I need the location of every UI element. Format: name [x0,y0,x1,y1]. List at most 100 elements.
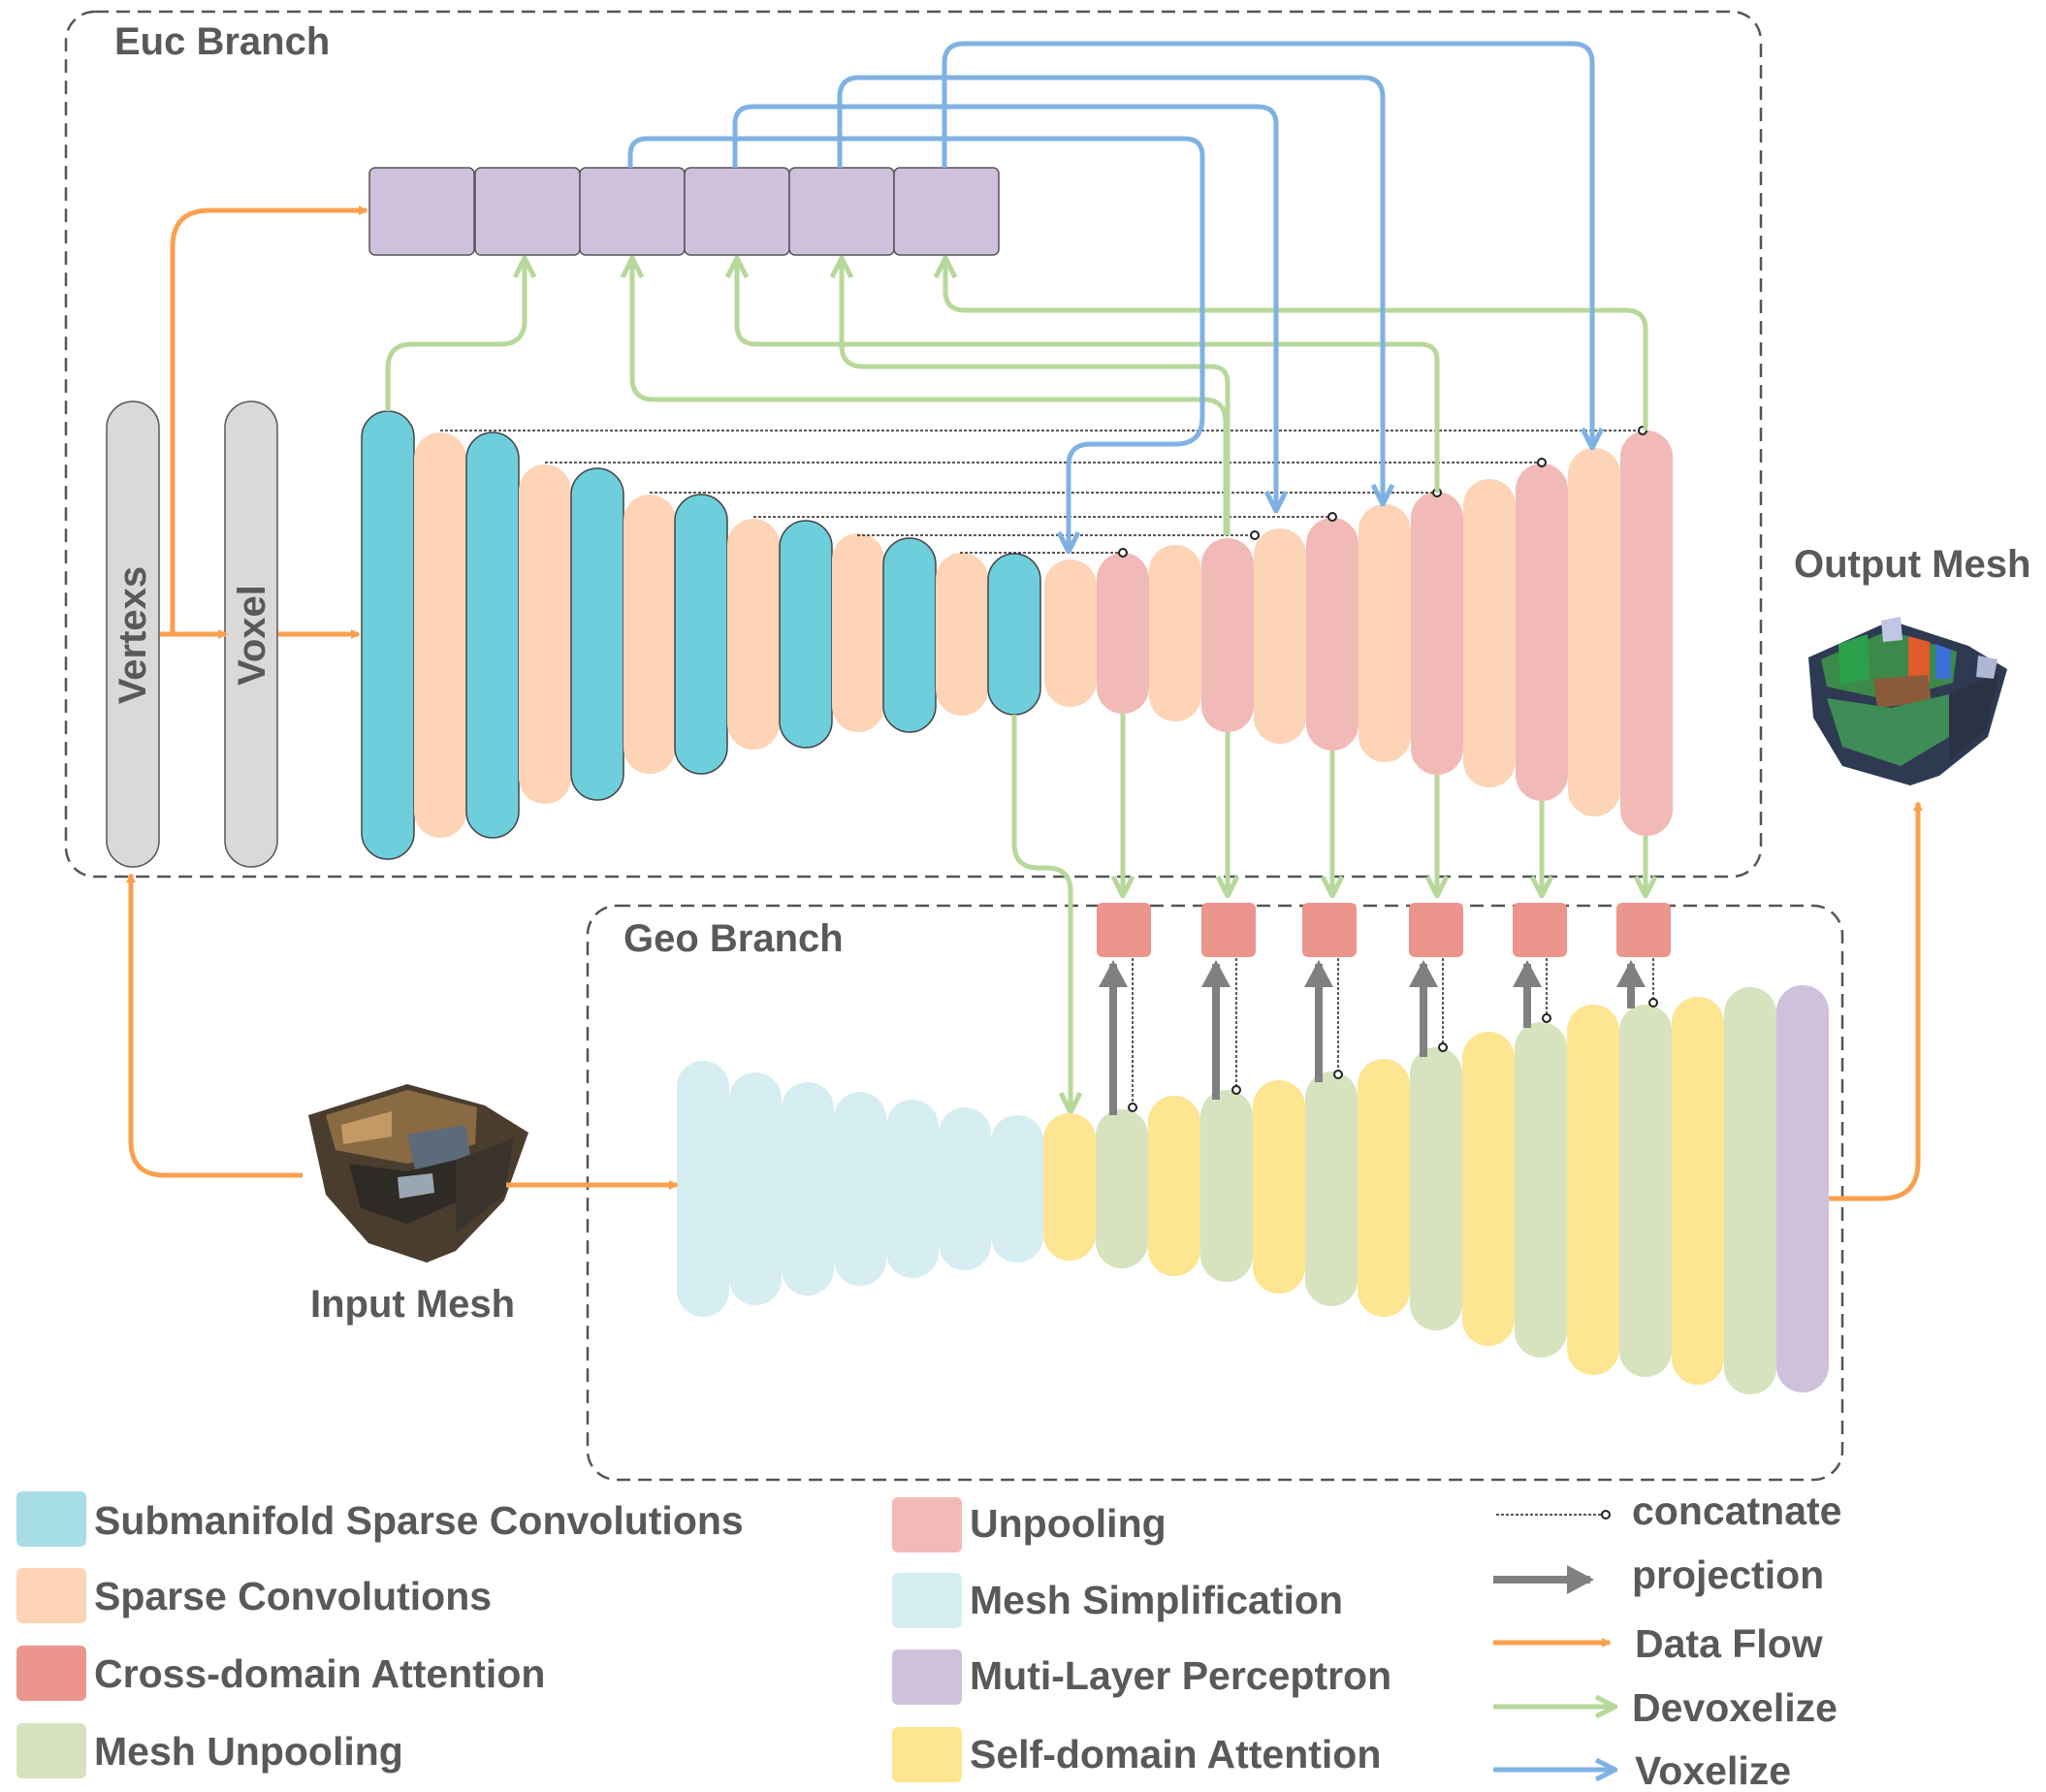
concatenate-ends-geo [1128,998,1658,1112]
devoxelize-to-mlp [385,260,1648,535]
devoxelize-arrow [842,260,1231,535]
self-domain-attention-layer [1358,1059,1410,1317]
self-domain-attention-layer [1253,1080,1305,1294]
projection-arrows [1099,960,1646,1115]
sparse-conv-layer [1044,560,1097,707]
legend-label: Cross-domain Attention [94,1651,545,1696]
legend-label: Unpooling [970,1501,1167,1546]
mlp-block [893,167,1000,256]
mlp-block [474,167,581,256]
geo-encoder-decoder [677,985,1829,1394]
mlp-block-row [368,167,1000,256]
input-mesh-image [308,1084,528,1263]
mesh-simplification-layer [782,1082,834,1296]
vertexs-node [106,400,160,868]
sparse-conv-layer [519,464,571,804]
mesh-simplification-layer [886,1100,939,1278]
devoxelize-arrow [385,260,525,411]
voxelize-arrow [942,41,1592,446]
cross-domain-attention-block [1409,903,1463,957]
sparse-conv-layer [936,553,988,716]
legend: Submanifold Sparse Convolutions Sparse C… [16,1488,1841,1792]
legend-swatch [16,1491,86,1547]
mesh-simplification-layer [939,1107,991,1270]
devoxelize-arrow [632,260,1229,535]
devoxelize-arrow [737,260,1440,493]
voxel-label: Voxel [231,585,273,686]
sparse-conv-layer [1568,448,1620,816]
sparse-conv-layer [1359,504,1411,762]
mesh-unpooling-layer [1619,1005,1672,1377]
submanifold-conv-layer [882,537,937,733]
self-domain-attention-layer [1567,1005,1619,1375]
submanifold-conv-layer [570,467,624,801]
unpooling-layer [1516,464,1568,801]
mesh-simplification-layer [834,1092,886,1286]
devoxelize-arrow-hidden [842,326,1437,493]
legend-swatch [892,1649,962,1705]
mesh-unpooling-layer [1410,1047,1462,1330]
euc-encoder-decoder [361,410,1673,860]
cross-domain-attention-block [1616,903,1671,957]
unpooling-layer [1201,538,1254,732]
legend-swatch [16,1723,86,1778]
submanifold-conv-layer [779,520,833,749]
legend-swatch [892,1497,962,1552]
sparse-conv-layer [1254,528,1306,744]
submanifold-conv-layer [465,432,520,839]
cross-domain-attention-block [1097,903,1151,957]
legend-swatch [892,1727,962,1782]
sparse-conv-layer [1149,545,1201,721]
self-domain-attention-layer [1043,1113,1096,1261]
self-domain-attention-layer [1148,1096,1200,1276]
legend-swatch [892,1573,962,1628]
data-flow-input-to-vertexs [126,873,303,1178]
voxelize-links [627,41,1592,550]
input-mesh-label: Input Mesh [310,1283,515,1326]
mesh-unpooling-layer [1200,1090,1253,1282]
legend-label: Submanifold Sparse Convolutions [94,1498,744,1543]
data-flow-to-output [1829,801,1923,1201]
legend-label: Self-domain Attention [970,1732,1381,1776]
sparse-conv-layer [414,432,466,838]
mlp-block [579,167,686,256]
legend-label: Muti-Layer Perceptron [970,1653,1391,1698]
vertexs-label: Vertexs [112,566,154,704]
sparse-conv-layer [1463,479,1516,787]
mesh-simplification-layer [677,1061,729,1317]
sparse-conv-layer [832,533,884,732]
concatenate-links-geo [1132,958,1654,1105]
devoxelize-arrow [1011,715,1071,1110]
voxelize-arrow [837,75,1383,502]
legend-label: Sparse Convolutions [94,1574,492,1618]
legend-label: Data Flow [1635,1621,1823,1666]
mesh-simplification-layer [729,1072,782,1305]
unpooling-layer [1306,518,1359,751]
mlp-layer [1776,985,1829,1392]
mlp-block [684,167,790,256]
self-domain-attention-layer [1462,1032,1515,1346]
legend-label: Mesh Unpooling [94,1729,403,1774]
euc-branch-title: Euc Branch [114,20,330,63]
unpooling-layer [1097,553,1149,714]
cross-domain-attention-row [1097,903,1671,957]
submanifold-conv-layer [987,553,1041,716]
sparse-conv-layer [727,519,780,750]
skip-concatenations [440,430,1643,554]
mesh-simplification-layer [991,1115,1043,1263]
sparse-conv-layer [623,495,676,774]
devoxelize-arrow [945,260,1648,431]
legend-swatch [16,1568,86,1623]
submanifold-conv-layer [361,410,415,860]
geo-branch-title: Geo Branch [623,917,844,960]
self-domain-attention-layer [1672,997,1724,1385]
mesh-unpooling-layer [1305,1072,1358,1306]
mesh-unpooling-layer [1515,1022,1567,1358]
legend-label: concatnate [1632,1488,1841,1533]
legend-label: Mesh Simplification [970,1578,1343,1622]
output-mesh-image [1808,617,2007,785]
legend-label: projection [1632,1552,1824,1597]
legend-label: Devoxelize [1632,1685,1838,1730]
voxelize-arrow [627,136,1205,550]
